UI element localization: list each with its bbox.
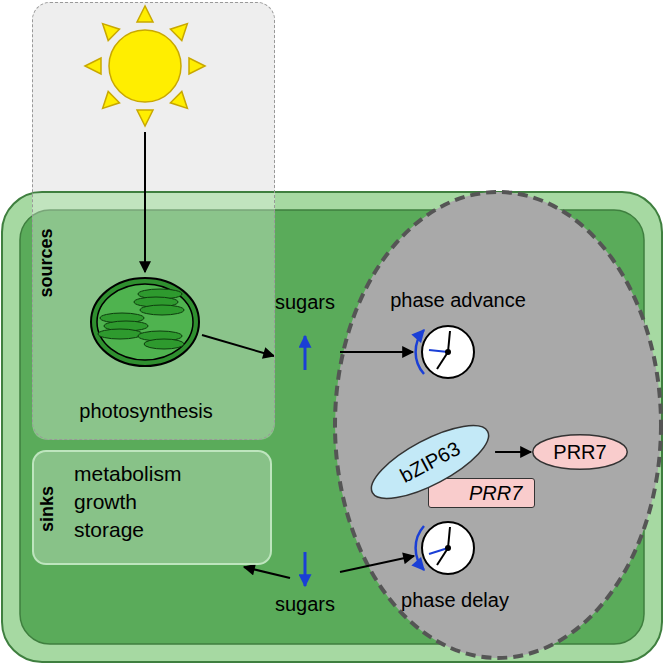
phase-label: phase advance — [390, 288, 526, 312]
decrease-arrow — [304, 552, 307, 586]
chloroplast-symbol — [91, 278, 199, 366]
phase-label: phase delay — [401, 588, 509, 612]
light-arrow — [144, 132, 146, 272]
cell-wall — [2, 192, 662, 662]
regulation-arrow — [495, 451, 531, 453]
region-heading: sources — [36, 228, 58, 297]
source-region — [32, 193, 275, 440]
increase-arrow — [304, 336, 307, 370]
sink-panel: sinks metabolism growth storage — [32, 450, 272, 565]
process-label: photosynthesis — [79, 399, 212, 423]
region-heading: sinks — [37, 486, 59, 532]
gene-box: PRR7 — [428, 478, 535, 508]
light-panel — [32, 2, 275, 440]
protein-ellipse: PRR7 — [532, 434, 628, 470]
signal-arrow — [340, 556, 414, 572]
gene-name: PRR7 — [469, 481, 522, 505]
sun-symbol — [85, 6, 205, 126]
nucleus-ellipse: phase advancephase delaybZIP63PRR7PRR7 — [333, 190, 663, 660]
source-panel: sources photosynthesis — [32, 2, 275, 440]
metabolite-label: sugars — [275, 290, 335, 314]
protein-name: PRR7 — [553, 440, 606, 464]
metabolite-label: sugars — [275, 592, 335, 616]
clock-symbol — [416, 522, 474, 574]
sink-list: metabolism growth storage — [74, 460, 181, 544]
signal-arrow — [340, 351, 413, 353]
consumption-arrow — [244, 567, 290, 578]
clock-symbol — [416, 326, 474, 378]
export-arrow — [202, 335, 274, 356]
